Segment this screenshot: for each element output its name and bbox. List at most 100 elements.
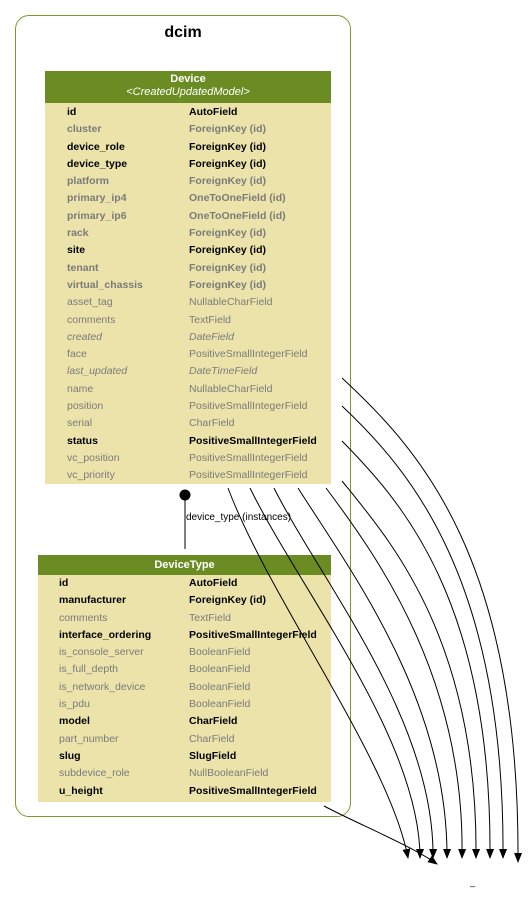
field-type: PositiveSmallIntegerField: [189, 434, 317, 447]
field-name: part_number: [59, 732, 119, 745]
field-name: site: [67, 244, 86, 257]
field-type: CharField: [189, 715, 238, 728]
field-type: PositiveSmallIntegerField: [189, 469, 308, 482]
field-name: serial: [67, 417, 93, 430]
edge-label-device-type: device_type (instances): [186, 512, 292, 523]
field-type: PositiveSmallIntegerField: [189, 400, 308, 413]
field-type: PositiveSmallIntegerField: [189, 784, 317, 797]
field-row: position PositiveSmallIntegerField: [45, 398, 331, 415]
field-name: manufacturer: [59, 594, 127, 607]
field-row: part_number CharField: [38, 731, 331, 748]
field-type: CharField: [189, 732, 235, 745]
field-type: SlugField: [189, 749, 237, 762]
field-type: ForeignKey (id): [189, 594, 267, 607]
field-name: vc_priority: [67, 469, 115, 482]
field-type: OneToOneField (id): [189, 209, 286, 222]
field-name: platform: [67, 175, 109, 188]
field-name: asset_tag: [67, 296, 113, 309]
field-name: u_height: [59, 784, 103, 797]
field-name: name: [67, 382, 94, 395]
model-devicetype: DeviceType id AutoField manufacturer Foreig…: [38, 555, 331, 802]
field-row: id AutoField: [45, 104, 331, 121]
field-list: id AutoField manufacturer ForeignKey (id) co…: [38, 575, 331, 800]
field-name: is_full_depth: [59, 663, 118, 676]
field-row: cluster ForeignKey (id): [45, 121, 331, 138]
edge-external: [249, 487, 424, 859]
field-name: tenant: [67, 261, 99, 274]
edge-external: [341, 405, 508, 859]
field-type: NullableCharField: [189, 296, 273, 309]
field-type: BooleanField: [189, 663, 251, 676]
field-type: NullableCharField: [189, 382, 273, 395]
model-parent-class: <CreatedUpdatedModel>: [126, 86, 250, 98]
edge-external: [227, 487, 411, 859]
field-name: subdevice_role: [59, 767, 130, 780]
field-row: interface_ordering PositiveSmallIntegerFi…: [38, 627, 331, 644]
model-name: DeviceType: [154, 559, 215, 571]
edge-origin-dot: [179, 489, 191, 501]
field-name: id: [67, 106, 77, 118]
edge-external: [273, 487, 438, 859]
field-row: manufacturer ForeignKey (id): [38, 592, 331, 609]
field-name: position: [67, 400, 104, 413]
field-row: is_full_depth BooleanField: [38, 661, 331, 678]
field-type: PositiveSmallIntegerField: [189, 628, 317, 641]
field-type: TextField: [189, 611, 232, 624]
field-type: ForeignKey (id): [189, 123, 267, 136]
edge-external: [325, 487, 467, 859]
field-row: id AutoField: [38, 575, 331, 592]
edge-external: [341, 377, 523, 863]
field-row: vc_priority PositiveSmallIntegerField: [45, 467, 331, 484]
field-type: AutoField: [189, 577, 238, 589]
field-name: created: [67, 330, 103, 343]
field-name: id: [59, 577, 69, 589]
field-name: cluster: [67, 123, 102, 136]
external-target-label: _: [470, 877, 476, 887]
field-name: device_type: [67, 157, 128, 170]
field-type: BooleanField: [189, 698, 251, 711]
edge-external: [323, 805, 438, 865]
field-type: ForeignKey (id): [189, 157, 267, 170]
field-name: is_pdu: [59, 698, 90, 711]
field-type: AutoField: [189, 106, 238, 118]
field-type: DateField: [189, 330, 234, 343]
cluster-title: dcim: [164, 24, 202, 41]
field-name: vc_position: [67, 451, 120, 464]
field-name: interface_ordering: [59, 628, 152, 641]
field-row: name NullableCharField: [45, 381, 331, 398]
field-name: primary_ip4: [67, 192, 127, 205]
field-type: DateTimeField: [189, 365, 258, 378]
model-header-device: Device <CreatedUpdatedModel>: [45, 71, 331, 103]
model-device: Device <CreatedUpdatedModel> id AutoField…: [45, 71, 331, 484]
field-type: ForeignKey (id): [189, 140, 267, 153]
edge-external: [297, 487, 452, 859]
field-row: asset_tag NullableCharField: [45, 294, 331, 311]
field-row: device_type ForeignKey (id): [45, 156, 331, 173]
field-row: u_height PositiveSmallIntegerField: [38, 783, 331, 800]
field-row: created DateField: [45, 329, 331, 346]
app-cluster-dcim: [15, 15, 351, 817]
field-name: is_console_server: [59, 646, 144, 659]
field-type: PositiveSmallIntegerField: [189, 451, 308, 464]
edge-external: [341, 480, 481, 859]
field-row: is_pdu BooleanField: [38, 696, 331, 713]
field-type: ForeignKey (id): [189, 278, 267, 291]
